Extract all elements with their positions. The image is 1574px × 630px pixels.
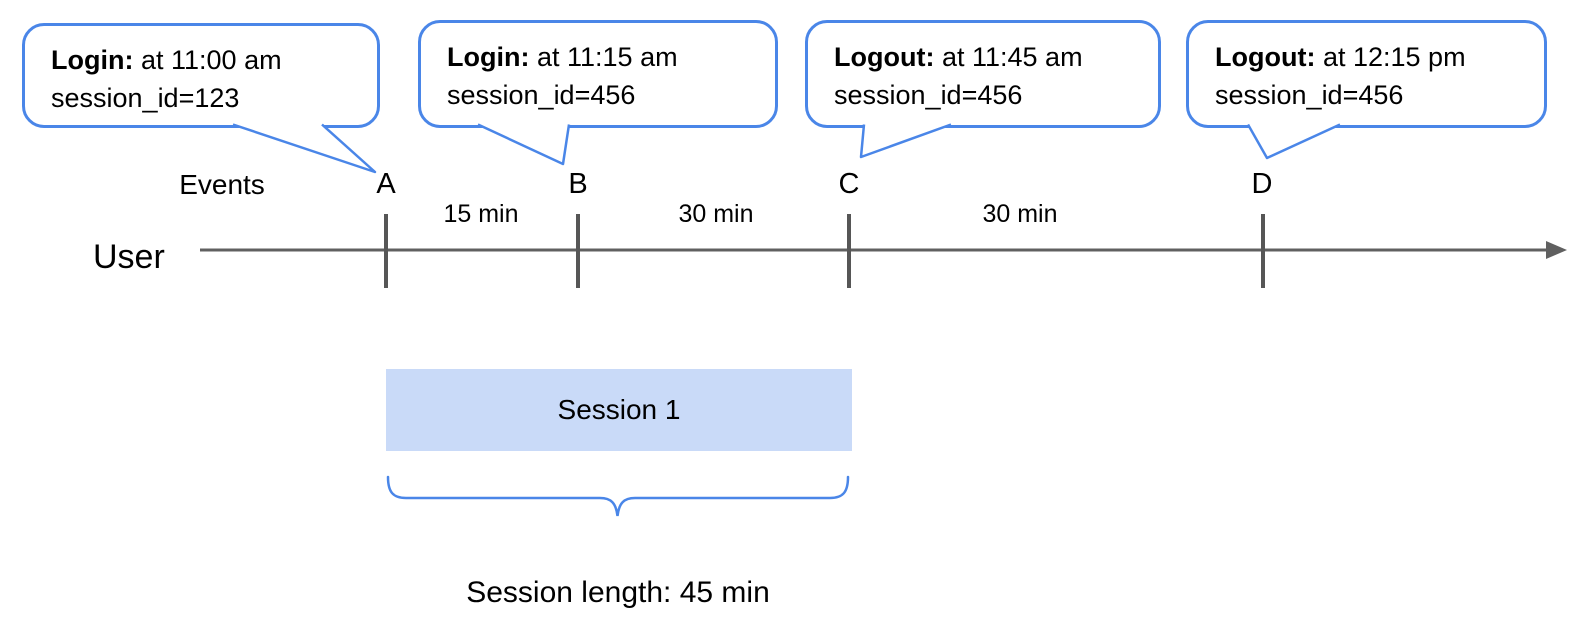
callout-event-label: Logout: bbox=[834, 42, 935, 72]
callout-event-label: Logout: bbox=[1215, 42, 1316, 72]
callout-logout-d: Logout: at 12:15 pm session_id=456 bbox=[1186, 20, 1547, 128]
timeline-arrowhead-icon bbox=[1546, 241, 1567, 259]
tick-label-d: D bbox=[1251, 168, 1273, 200]
callout-login-b: Login: at 11:15 am session_id=456 bbox=[418, 20, 778, 128]
callout-event-detail: at 11:00 am bbox=[140, 45, 282, 75]
interval-label-b-c: 30 min bbox=[678, 200, 754, 228]
callout-event-detail: at 12:15 pm bbox=[1322, 42, 1466, 72]
interval-label-c-d: 30 min bbox=[982, 200, 1058, 228]
tick-label-a: A bbox=[376, 168, 396, 200]
callout-tail-c bbox=[859, 123, 952, 159]
user-axis-label: User bbox=[93, 238, 165, 276]
callout-tail-b bbox=[477, 123, 571, 166]
session-length-brace bbox=[386, 475, 850, 517]
callout-login-a: Login: at 11:00 am session_id=123 bbox=[22, 23, 380, 128]
callout-tail-a bbox=[232, 123, 377, 174]
callout-logout-c: Logout: at 11:45 am session_id=456 bbox=[805, 20, 1161, 128]
session-1-box-label: Session 1 bbox=[557, 394, 681, 425]
callout-tail-d bbox=[1246, 123, 1341, 160]
tick-label-b: B bbox=[568, 168, 588, 200]
interval-label-a-b: 15 min bbox=[443, 200, 519, 228]
session-length-caption: Session length: 45 min bbox=[466, 576, 770, 609]
callout-event-label: Login: bbox=[447, 42, 530, 72]
events-row-label: Events bbox=[179, 169, 265, 200]
tick-label-c: C bbox=[838, 168, 860, 200]
callout-event-detail: at 11:45 am bbox=[941, 42, 1083, 72]
session-1-box: Session 1 bbox=[386, 369, 852, 451]
callout-session-id: session_id=123 bbox=[51, 83, 240, 113]
callout-session-id: session_id=456 bbox=[1215, 80, 1404, 110]
callout-session-id: session_id=456 bbox=[447, 80, 636, 110]
callout-session-id: session_id=456 bbox=[834, 80, 1023, 110]
callout-event-label: Login: bbox=[51, 45, 134, 75]
callout-event-detail: at 11:15 am bbox=[536, 42, 678, 72]
